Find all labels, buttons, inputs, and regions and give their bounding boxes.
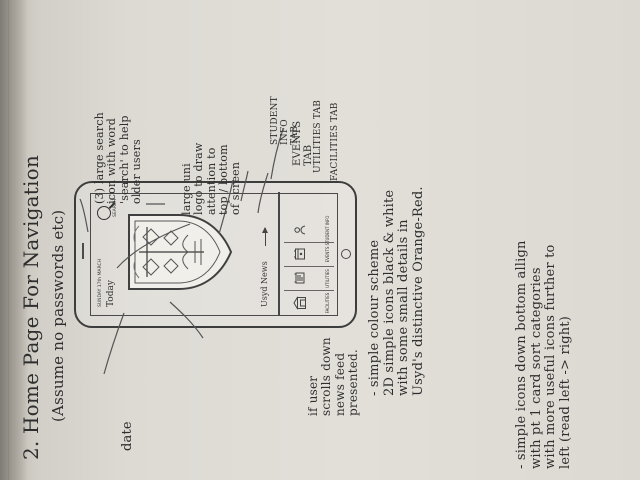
tab-utilities[interactable]: UTILITIES	[284, 267, 334, 291]
university-logo	[121, 207, 237, 297]
paper-shadow	[0, 0, 28, 480]
paper-margin-line	[8, 0, 9, 480]
icons-note: - simple icons down bottom allign with p…	[514, 240, 573, 469]
phone-mockup: SEARCH SUNDAY 17th MARCH Today	[74, 181, 357, 328]
events-icon	[294, 248, 305, 260]
utilities-tab-note: UTILITIES TAB	[313, 99, 323, 173]
tab-events[interactable]: EVENTS	[284, 243, 334, 267]
utilities-icon	[294, 272, 305, 284]
facilities-icon	[293, 296, 306, 310]
bottom-tab-bar: FACILITIES UTILITIES	[284, 192, 335, 315]
student-info-icon	[294, 225, 306, 235]
tab-student-info[interactable]: STUDENT INFO	[284, 216, 334, 245]
facilities-tab-note: FACILITIES TAB	[330, 102, 340, 181]
events-tab-note: EVENTS TAB	[292, 120, 315, 166]
logo-note: large uni logo to draw attention to top …	[180, 142, 243, 215]
scroll-note: if user scrolls down news feed presented…	[306, 337, 361, 416]
search-note: (3) large search icon with word 'search'…	[93, 112, 143, 204]
phone-screen: SEARCH SUNDAY 17th MARCH Today	[90, 192, 338, 316]
date-note: date	[120, 421, 135, 451]
tab-facilities[interactable]: FACILITIES	[284, 291, 334, 315]
university-logo-icon	[128, 214, 233, 290]
color-note: - simple colour scheme 2D simple icons b…	[367, 186, 426, 396]
